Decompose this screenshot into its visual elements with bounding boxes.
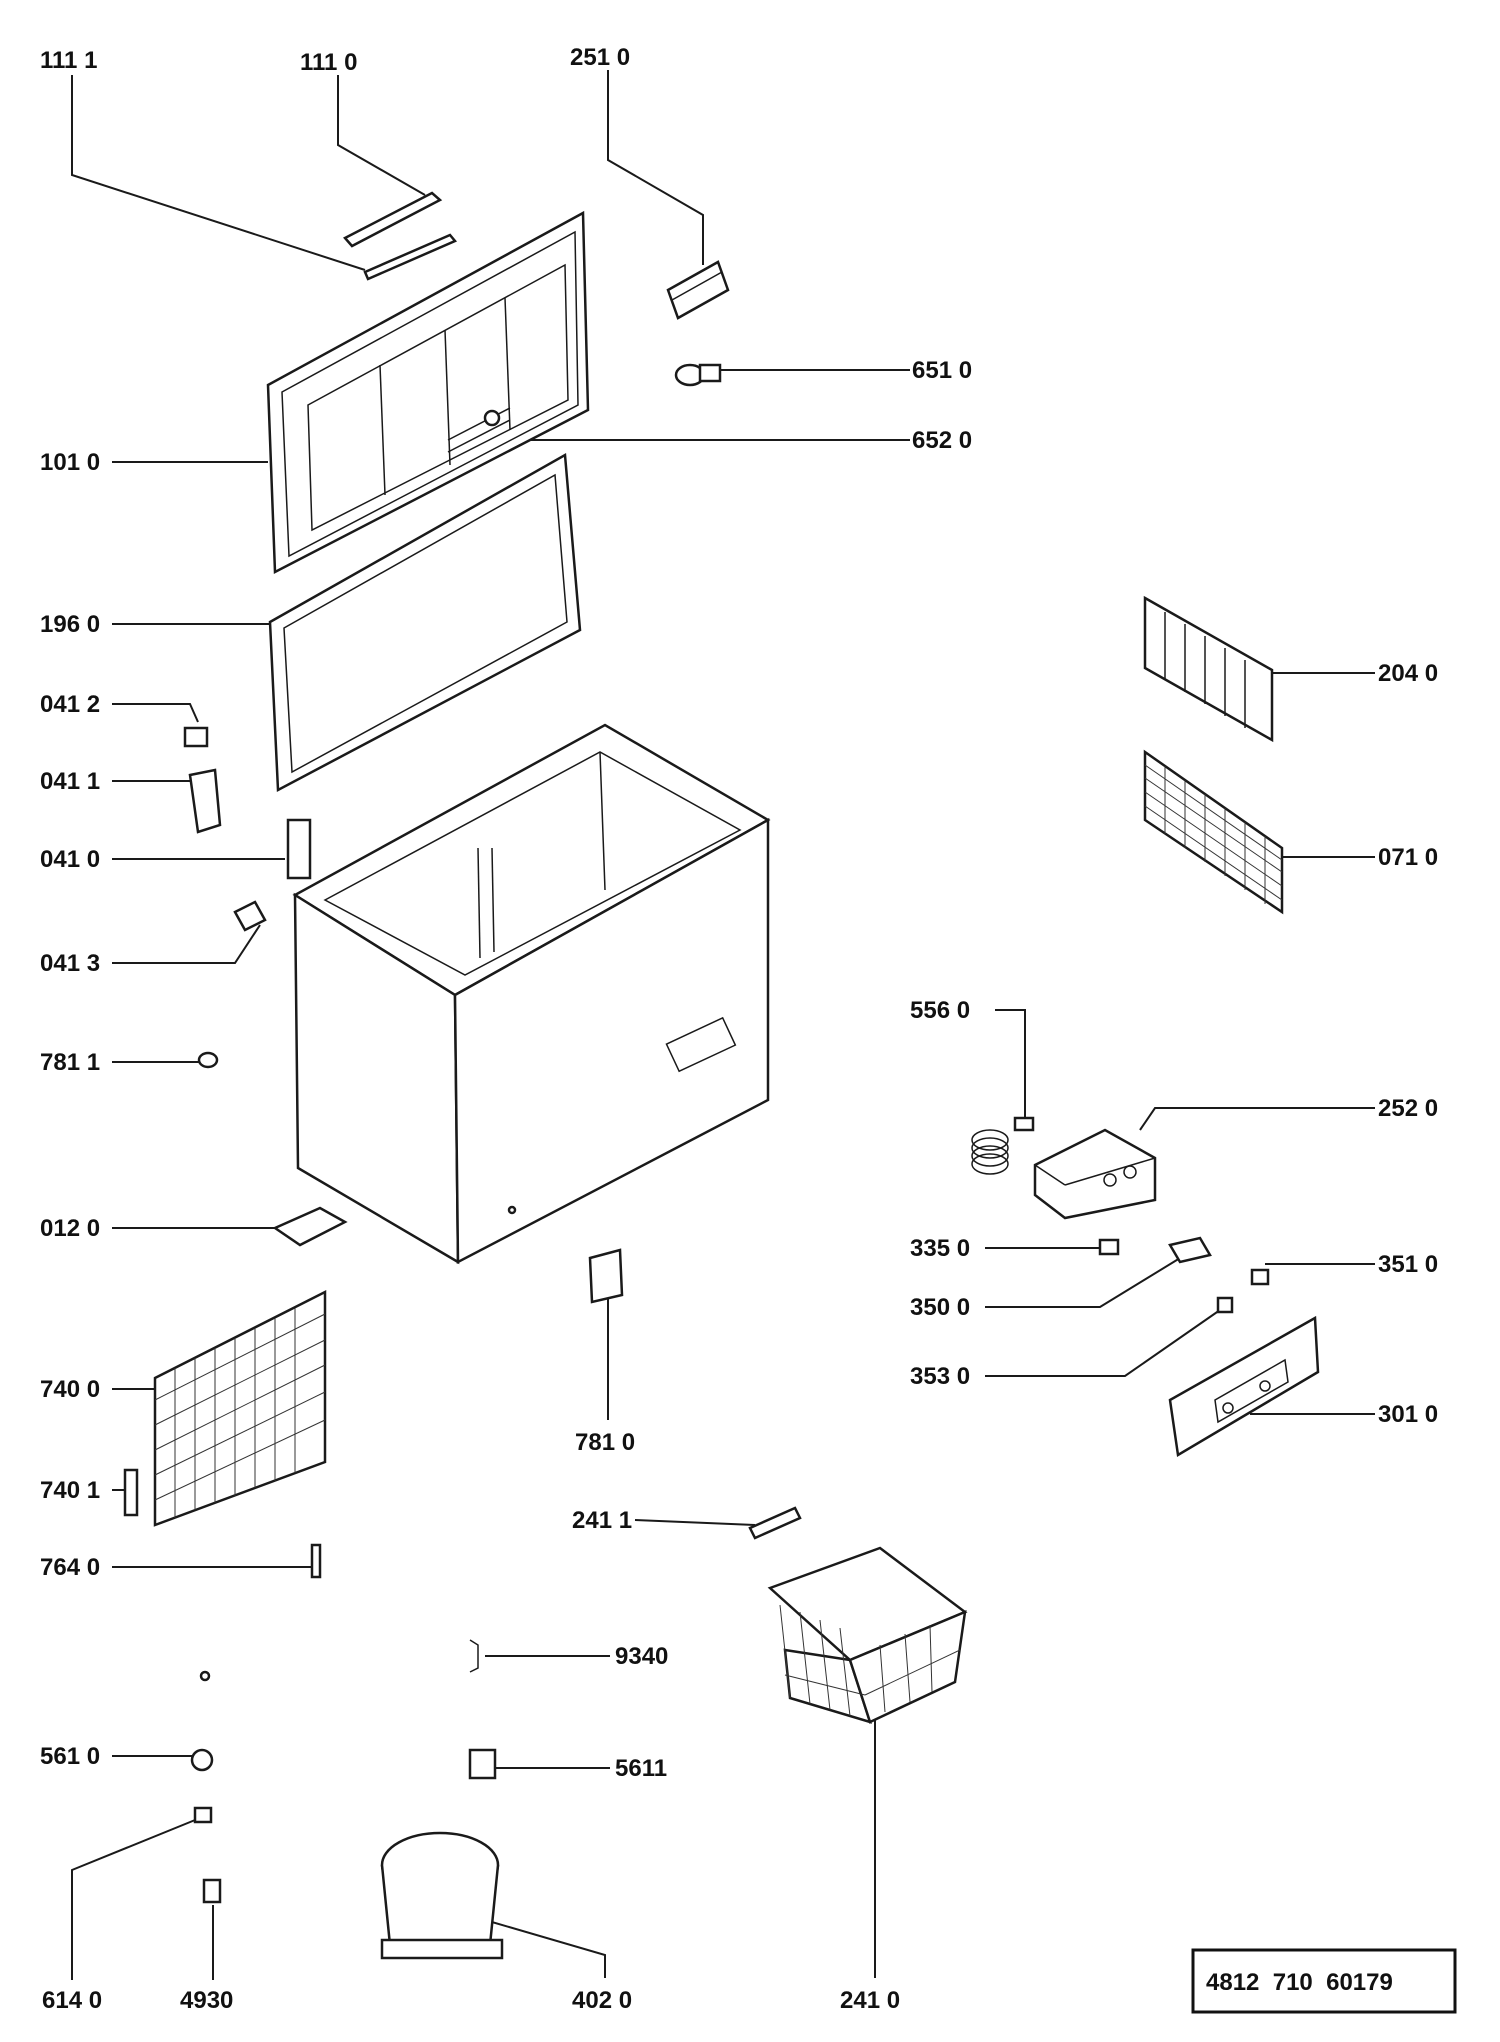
part-111-1-trim-strip [363, 233, 458, 281]
label-350-0: 350 0 [910, 1294, 970, 1321]
part-101-0-lid [266, 210, 590, 575]
label-351-0: 351 0 [1378, 1251, 1438, 1278]
label-241-1: 241 1 [572, 1507, 632, 1534]
label-241-0: 241 0 [840, 1987, 900, 2014]
label-353-0: 353 0 [910, 1363, 970, 1390]
label-9340: 9340 [615, 1643, 668, 1670]
label-4930: 4930 [180, 1987, 233, 2014]
label-041-1: 041 1 [40, 768, 100, 795]
label-561-0: 561 0 [40, 1743, 100, 1770]
part-353-0-lamp [1216, 1296, 1234, 1314]
label-781-0: 781 0 [575, 1429, 635, 1456]
part-241-1-basket-handle [748, 1506, 802, 1540]
label-012-0: 012 0 [40, 1215, 100, 1242]
part-071-0-grille [1143, 749, 1284, 915]
part-561-0-relay [190, 1748, 214, 1772]
label-652-0: 652 0 [912, 427, 972, 454]
label-764-0: 764 0 [40, 1554, 100, 1581]
label-101-0: 101 0 [40, 449, 100, 476]
document-number-box: 4812 710 60179 [1191, 1948, 1457, 2014]
part-764-0-drier [310, 1543, 322, 1579]
label-071-0: 071 0 [1378, 844, 1438, 871]
label-556-0: 556 0 [910, 997, 970, 1024]
part-402-0-compressor [380, 1831, 504, 1960]
label-041-0: 041 0 [40, 846, 100, 873]
part-301-0-control-panel [1168, 1315, 1320, 1458]
part-335-0-knob-spindle [1098, 1238, 1120, 1256]
leader-lines [71, 70, 1375, 1980]
label-251-0: 251 0 [570, 44, 630, 71]
part-614-0-grommet [193, 1806, 213, 1824]
part-196-0-gasket [268, 452, 582, 793]
label-5611: 5611 [615, 1755, 667, 1782]
part-740-1-clip [123, 1468, 139, 1517]
part-041-2-clip [183, 726, 209, 748]
part-9340-clamp [469, 1639, 479, 1673]
part-740-0-condenser-coil [153, 1289, 327, 1527]
part-350-0-switch [1168, 1236, 1212, 1264]
part-041-1-hinge-plate [188, 768, 222, 834]
label-740-1: 740 1 [40, 1477, 100, 1504]
label-204-0: 204 0 [1378, 660, 1438, 687]
label-252-0: 252 0 [1378, 1095, 1438, 1122]
part-351-0-indicator [1250, 1268, 1270, 1286]
part-251-0-hinge [666, 260, 730, 320]
label-041-2: 041 2 [40, 691, 100, 718]
part-252-0-thermostat-housing [1033, 1128, 1157, 1220]
label-301-0: 301 0 [1378, 1401, 1438, 1428]
part-556-0-spring [971, 1116, 1035, 1175]
part-041-3-bracket [233, 900, 267, 932]
document-number: 4812 710 60179 [1206, 1969, 1393, 1996]
label-335-0: 335 0 [910, 1235, 970, 1262]
label-740-0: 740 0 [40, 1376, 100, 1403]
part-651-0-lamp [674, 363, 722, 387]
part-111-0-handle-trim [343, 191, 443, 248]
label-041-3: 041 3 [40, 950, 100, 977]
label-614-0: 614 0 [42, 1987, 102, 2014]
label-402-0: 402 0 [572, 1987, 632, 2014]
cabinet-body [292, 723, 771, 1265]
label-111-0: 111 0 [300, 49, 357, 76]
part-781-0-bracket [588, 1248, 624, 1304]
part-4930-clip [202, 1878, 222, 1904]
small-fitting [199, 1670, 211, 1682]
part-041-0-hinge [286, 818, 312, 880]
part-241-0-wire-basket [767, 1546, 968, 1724]
label-196-0: 196 0 [40, 611, 100, 638]
part-781-1-plug [197, 1051, 219, 1069]
part-labels: 111 1 111 0 251 0 651 0 652 0 101 0 196 … [40, 44, 1438, 2014]
part-5611-relay-cover [468, 1748, 497, 1780]
label-781-1: 781 1 [40, 1049, 100, 1076]
label-651-0: 651 0 [912, 357, 972, 384]
part-204-0-back-panel [1143, 595, 1274, 743]
label-111-1: 111 1 [40, 47, 97, 74]
part-012-0-foot-bracket [272, 1206, 348, 1247]
